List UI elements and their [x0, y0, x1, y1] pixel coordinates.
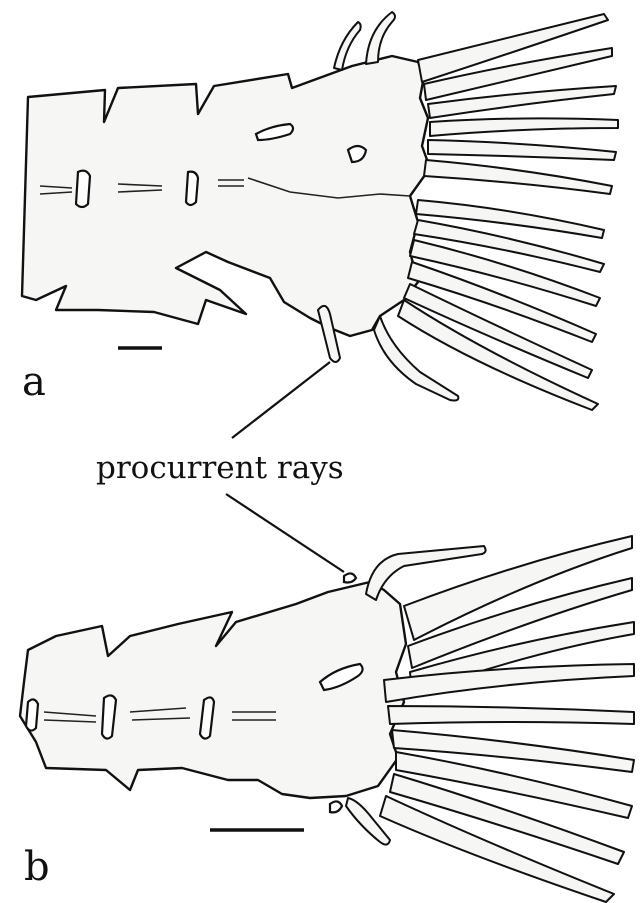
foramen-a2	[186, 172, 198, 205]
vertebral-column-b	[20, 582, 406, 798]
dorsal-procurrent-ray-b1	[344, 573, 356, 582]
ventral-procurrent-ray-b1	[330, 801, 342, 812]
panel-letter-b: b	[24, 844, 50, 890]
caudal-fin-rays-a	[398, 14, 618, 410]
leader-line-to-a	[232, 362, 330, 438]
leader-line-to-b	[226, 494, 344, 572]
procurrent-rays-label: procurrent rays	[96, 450, 344, 486]
dorsal-procurrent-ray-a1	[334, 22, 361, 70]
foramen-b1	[26, 699, 38, 730]
panel-letter-a: a	[22, 359, 46, 405]
panel-b: b	[20, 536, 634, 902]
caudal-fin-rays-b	[380, 536, 634, 902]
procurrent-rays-callout: procurrent rays	[96, 362, 344, 572]
panel-a: a	[22, 12, 618, 410]
foramen-a1	[76, 171, 90, 207]
